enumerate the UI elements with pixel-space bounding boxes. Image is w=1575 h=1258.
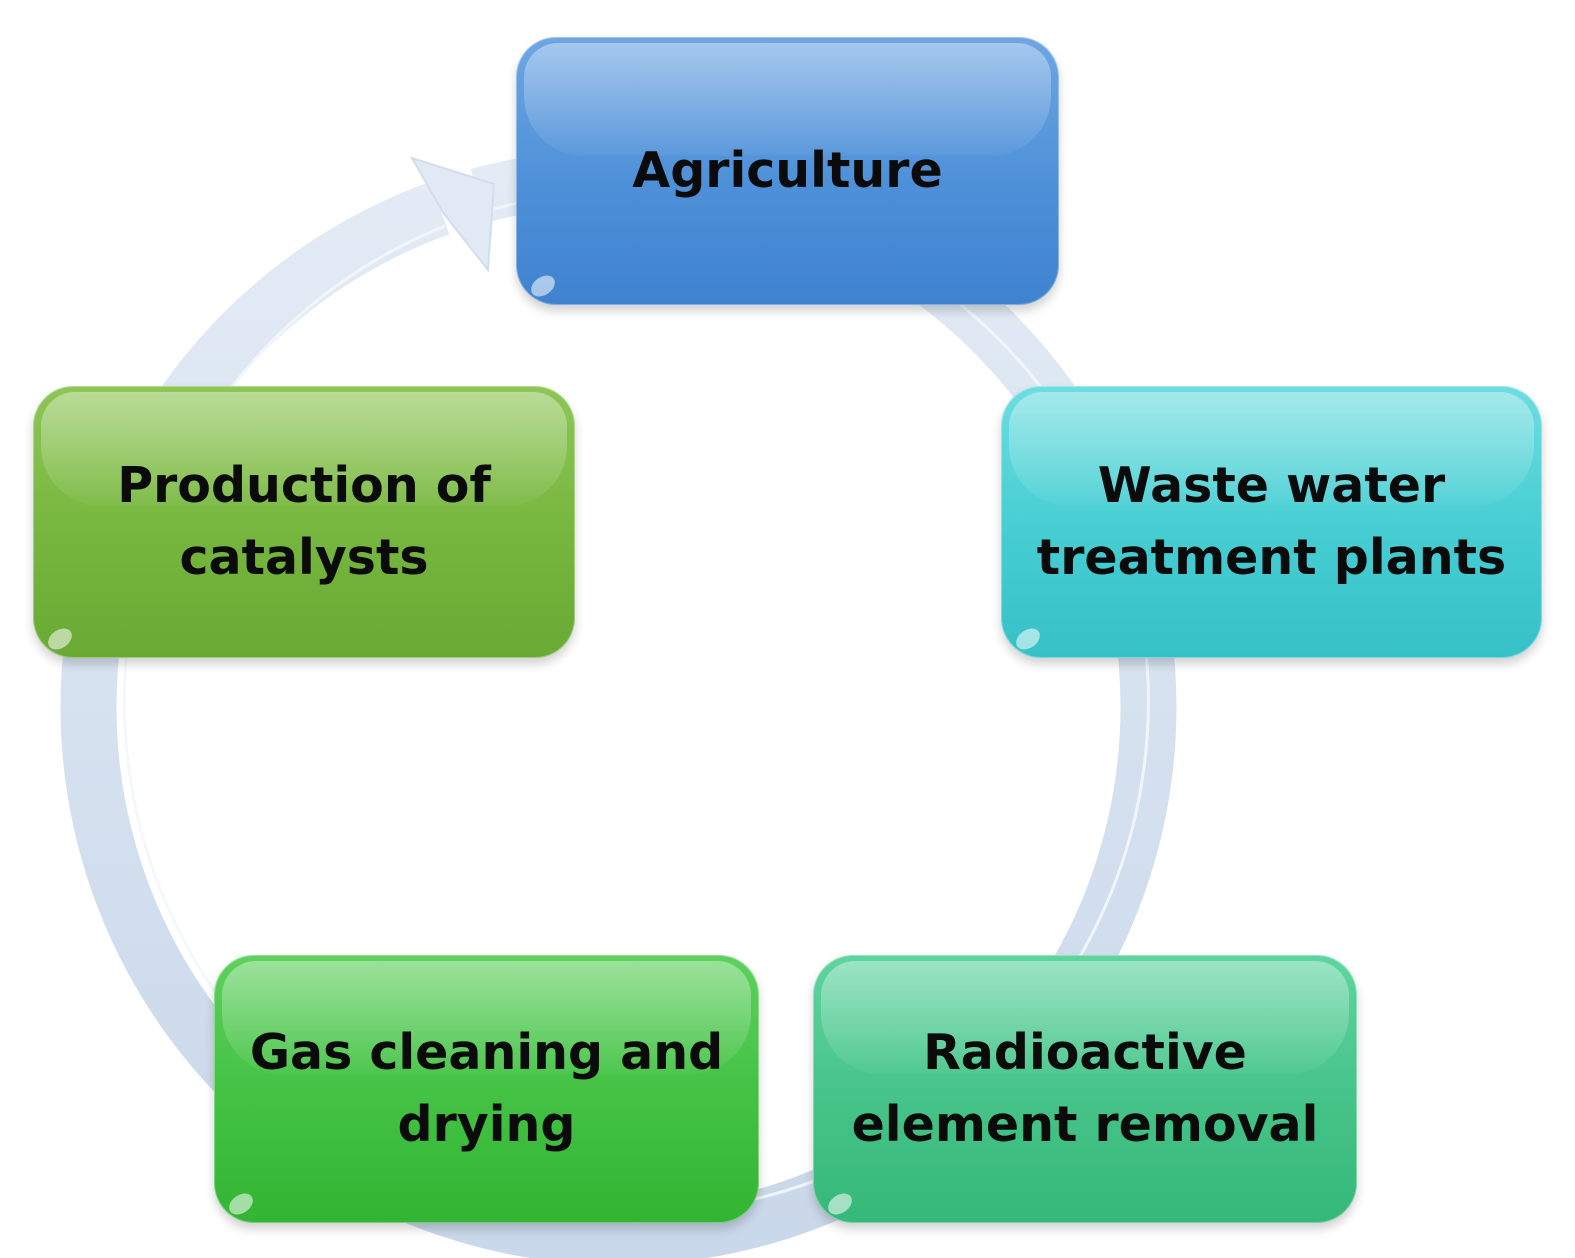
node-gas-cleaning-drying: Gas cleaning and drying [214, 955, 759, 1223]
node-waste-water-treatment: Waste water treatment plants [1001, 386, 1542, 658]
node-label: Radioactive element removal [851, 1024, 1319, 1153]
ring-arrowhead [409, 156, 496, 273]
node-production-of-catalysts: Production of catalysts [33, 386, 575, 658]
node-label: Production of catalysts [117, 457, 491, 586]
node-agriculture: Agriculture [516, 37, 1059, 305]
node-label: Agriculture [632, 142, 943, 199]
node-radioactive-element-removal: Radioactive element removal [813, 955, 1357, 1223]
node-label: Gas cleaning and drying [249, 1024, 724, 1153]
node-label: Waste water treatment plants [1036, 457, 1507, 586]
